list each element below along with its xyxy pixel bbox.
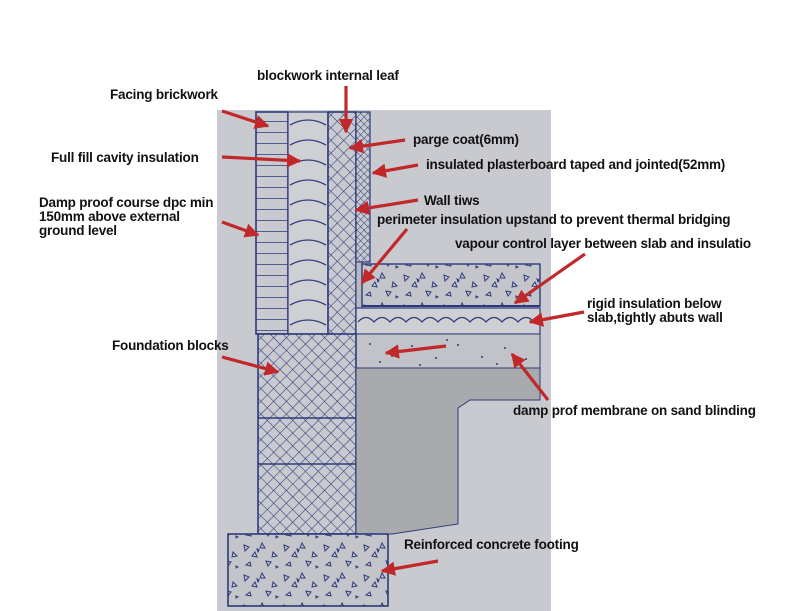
label-reinforced-footing: Reinforced concrete footing	[404, 537, 579, 552]
label-insulated-plasterboard: insulated plasterboard taped and jointed…	[426, 157, 726, 172]
blockwork-internal-leaf	[327, 111, 357, 338]
rigid-insulation	[355, 307, 541, 335]
sand-blinding	[355, 333, 541, 369]
label-dpc-line3: ground level	[39, 223, 117, 238]
label-full-fill-cavity: Full fill cavity insulation	[51, 150, 199, 165]
label-perimeter-insulation: perimeter insulation upstand to prevent …	[377, 212, 731, 227]
facing-brickwork	[255, 111, 289, 335]
label-dpc-line2: 150mm above external	[39, 209, 180, 224]
label-wall-ties: Wall tiws	[424, 193, 480, 208]
label-damp-proof-membrane: damp prof membrane on sand blinding	[513, 403, 756, 418]
label-foundation-blocks: Foundation blocks	[112, 338, 229, 353]
label-rigid-insulation-line2: slab,tightly abuts wall	[587, 310, 723, 325]
label-facing-brickwork: Facing brickwork	[110, 87, 218, 102]
insulated-plasterboard	[355, 111, 371, 263]
label-vapour-control: vapour control layer between slab and in…	[455, 236, 751, 251]
label-blockwork-internal-leaf: blockwork internal leaf	[257, 68, 399, 83]
floor-slab	[361, 263, 541, 307]
label-parge-coat: parge coat(6mm)	[413, 132, 519, 147]
concrete-footing	[227, 533, 389, 607]
foundation-blocks	[257, 333, 357, 535]
label-rigid-insulation-line1: rigid insulation below	[587, 296, 722, 311]
label-dpc-line1: Damp proof course dpc min	[39, 195, 214, 210]
